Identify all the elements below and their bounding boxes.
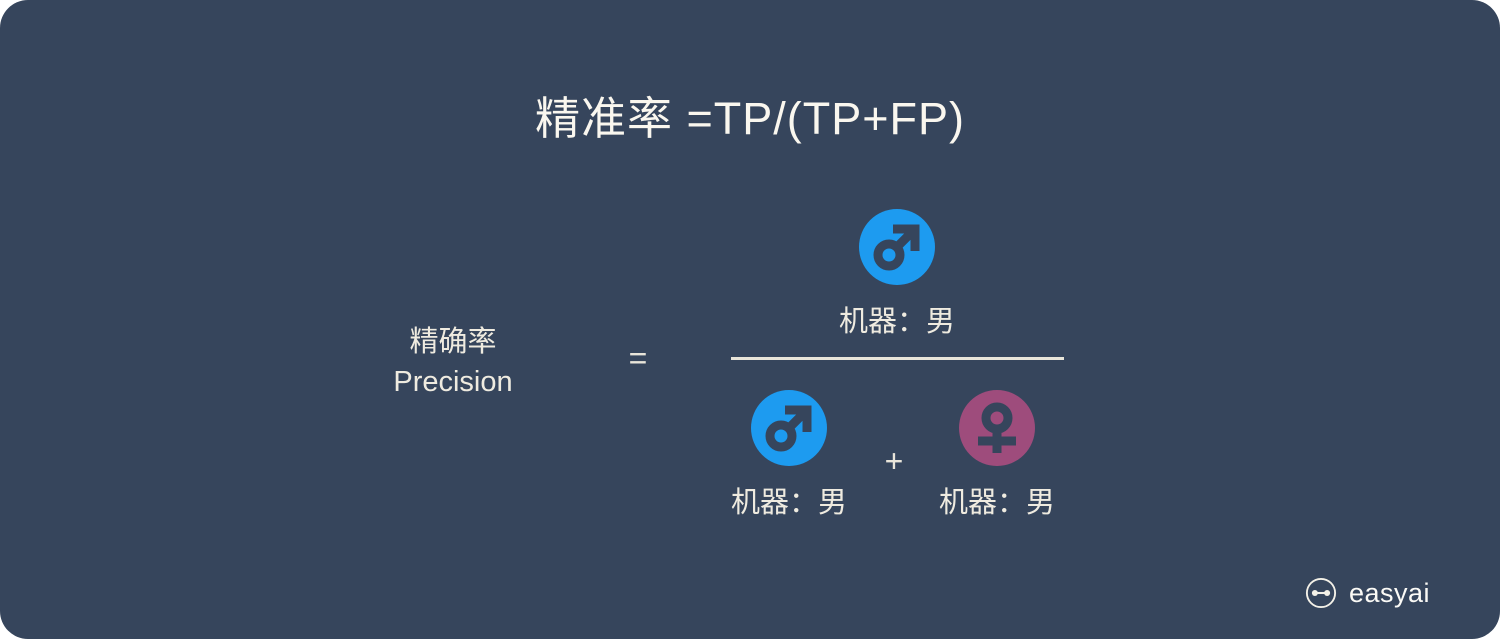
brand-footer: easyai [1305, 577, 1430, 609]
precision-label-zh: 精确率 [409, 326, 497, 358]
male-icon [859, 209, 935, 285]
precision-label-en: Precision [393, 366, 513, 398]
male-icon [751, 390, 827, 466]
page-title: 精准率 =TP/(TP+FP) [534, 93, 966, 144]
numerator-caption: 机器：男 [838, 306, 955, 338]
robot-face-icon [1305, 577, 1337, 609]
denominator-right-group: 机器：男 [917, 390, 1077, 521]
plus-sign: + [884, 443, 904, 479]
precision-label: 精确率 Precision [333, 322, 573, 402]
equals-sign: = [628, 340, 648, 376]
female-icon [959, 390, 1035, 466]
numerator-group: 机器：男 [817, 209, 977, 340]
denominator-right-caption: 机器：男 [938, 487, 1055, 519]
brand-name: easyai [1348, 577, 1430, 608]
fraction-bar [731, 357, 1064, 360]
denominator-left-caption: 机器：男 [730, 487, 847, 519]
denominator-left-group: 机器：男 [709, 390, 869, 521]
